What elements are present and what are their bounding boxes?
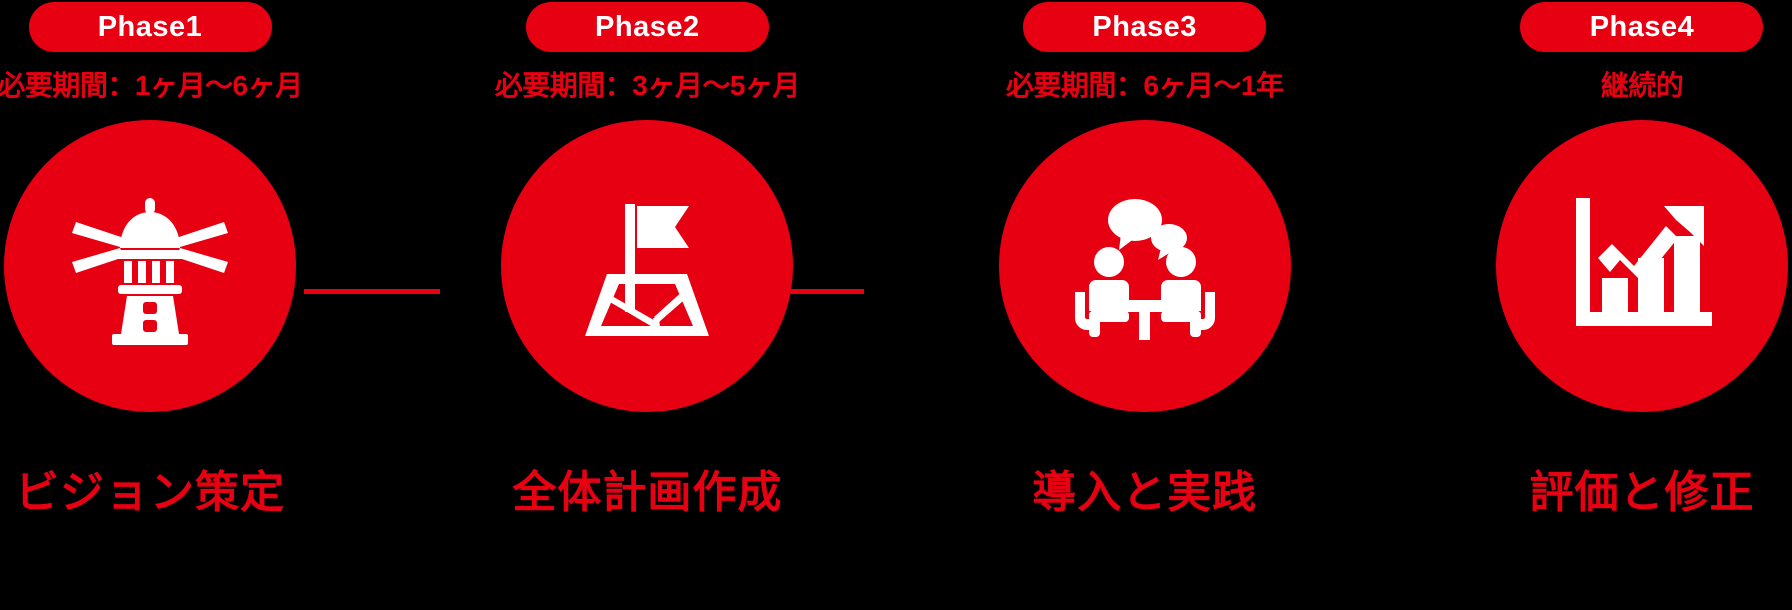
phase-column-2: Phase2 必要期間：3ヶ月〜5ヶ月 全体計画作成 bbox=[491, 0, 803, 520]
lighthouse-icon bbox=[72, 198, 228, 345]
phase-label-3: 導入と実践 bbox=[1032, 468, 1258, 517]
phase-column-4: Phase4 継続的 評価と修正 bbox=[1486, 0, 1792, 520]
phase-badge-label-2: Phase2 bbox=[595, 10, 700, 43]
meeting-discussion-icon bbox=[1074, 199, 1215, 340]
phase-label-4: 評価と修正 bbox=[1529, 468, 1755, 517]
phase-badge-label-3: Phase3 bbox=[1092, 10, 1197, 43]
phase-label-1: ビジョン策定 bbox=[15, 468, 285, 517]
phase-badge-2: Phase2 bbox=[525, 2, 769, 52]
map-flag-icon bbox=[585, 204, 710, 336]
phase-icon-circle-4 bbox=[1495, 120, 1788, 412]
phase-duration-3: 必要期間：6ヶ月〜1年 bbox=[1005, 70, 1284, 101]
phase-icon-circle-1 bbox=[4, 120, 296, 412]
phase-duration-1: 必要期間：1ヶ月〜6ヶ月 bbox=[0, 70, 303, 101]
phase-icon-circle-3 bbox=[998, 120, 1291, 412]
phase-duration-2: 必要期間：3ヶ月〜5ヶ月 bbox=[494, 70, 801, 101]
phase-badge-4: Phase4 bbox=[1520, 2, 1764, 52]
phase-badge-1: Phase1 bbox=[28, 2, 272, 52]
phase-duration-4: 継続的 bbox=[1600, 70, 1684, 101]
phase-badge-label-1: Phase1 bbox=[97, 10, 203, 43]
phase-column-3: Phase3 必要期間：6ヶ月〜1年 bbox=[989, 0, 1301, 520]
phase-badge-label-4: Phase4 bbox=[1589, 10, 1695, 43]
phase-column-1: Phase1 必要期間：1ヶ月〜6ヶ月 bbox=[0, 0, 306, 520]
phase-badge-3: Phase3 bbox=[1023, 2, 1267, 52]
phase-icon-circle-2 bbox=[501, 120, 794, 412]
connector-line-phase1-phase2 bbox=[304, 289, 440, 294]
phase-label-2: 全体計画作成 bbox=[512, 468, 783, 517]
growth-bar-chart-icon bbox=[1575, 198, 1712, 326]
